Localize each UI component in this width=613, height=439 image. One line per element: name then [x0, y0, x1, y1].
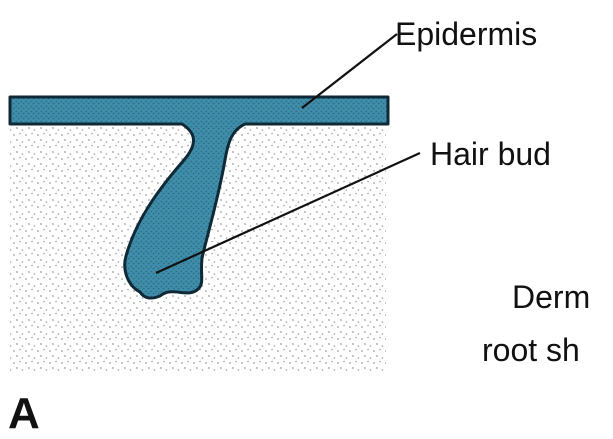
root-sheath-label: root sh: [482, 332, 580, 368]
hair-bud-label: Hair bud: [430, 136, 551, 172]
epidermis-label: Epidermis: [395, 16, 537, 52]
panel-letter: A: [8, 389, 40, 438]
dermis-label: Derm: [512, 279, 590, 315]
